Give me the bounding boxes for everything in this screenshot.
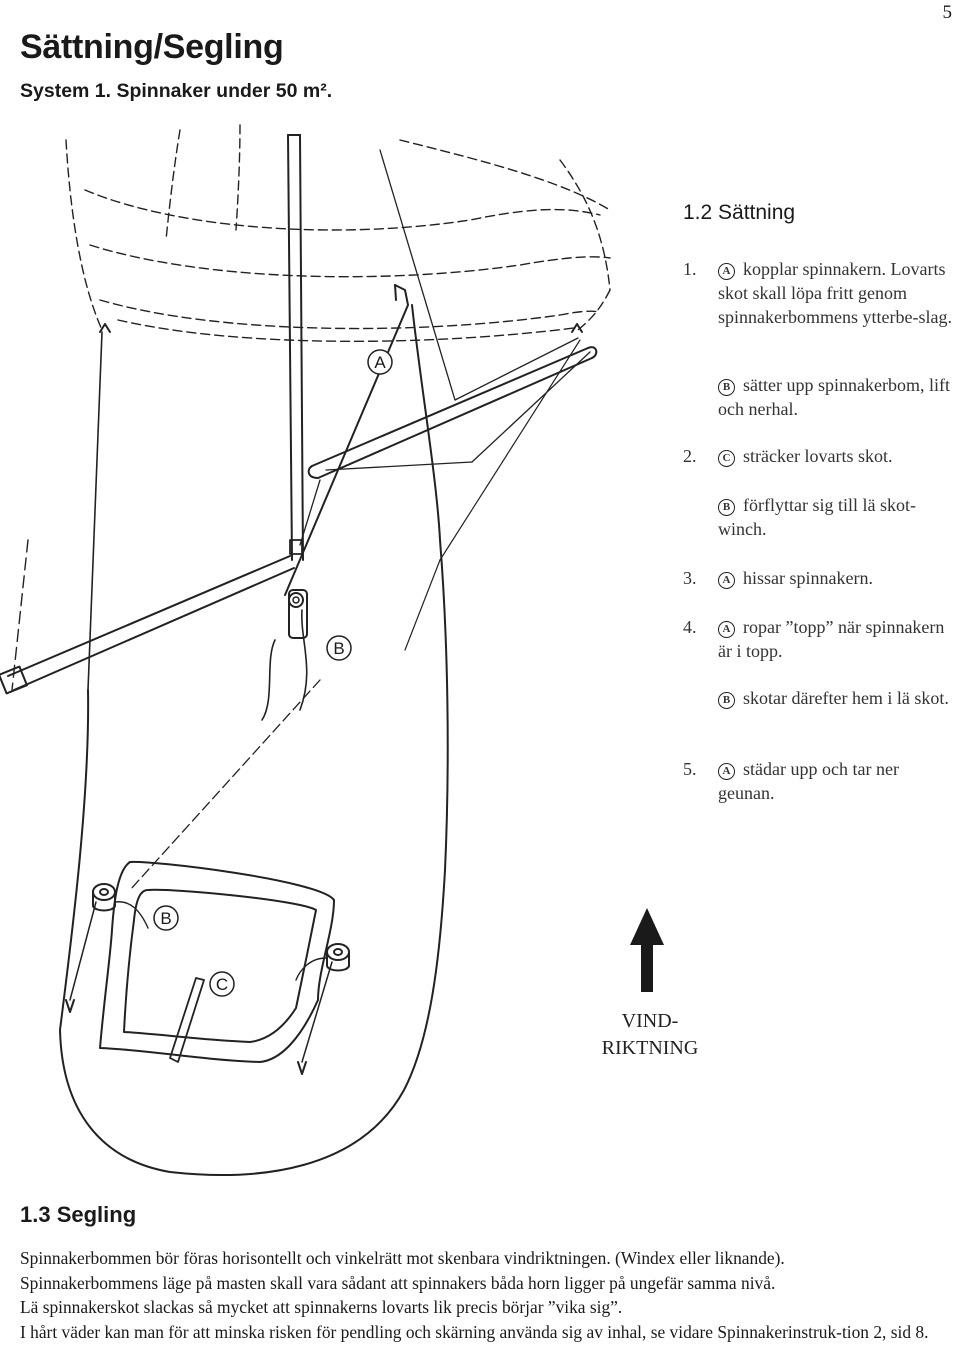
page-subtitle: System 1. Spinnaker under 50 m².: [20, 80, 333, 102]
wind-direction-label: VIND- RIKTNING: [560, 1008, 740, 1062]
crew-badge: B: [718, 379, 735, 396]
wind-label-line1: VIND-: [621, 1010, 679, 1032]
crew-badge: C: [718, 450, 735, 467]
step-text: kopplar spinnakern. Lovarts skot skall l…: [718, 259, 952, 327]
label-b-mast: B: [333, 639, 344, 658]
page-title: Sättning/Segling: [20, 28, 284, 66]
crew-badge: A: [718, 763, 735, 780]
tiller: [169, 977, 205, 1063]
step-number: 5.: [683, 759, 697, 779]
step-text: förflyttar sig till lä skot-winch.: [718, 495, 916, 539]
mast: [287, 134, 308, 639]
label-a: A: [374, 353, 386, 372]
page-number: 5: [942, 2, 953, 23]
winch-port: [92, 883, 116, 912]
wind-label-line2: RIKTNING: [601, 1037, 699, 1059]
wind-direction-arrow: [630, 908, 664, 992]
step-text: sträcker lovarts skot.: [743, 446, 893, 466]
step-number: 3.: [683, 568, 697, 588]
crew-badge: A: [718, 621, 735, 638]
boat-hull: [59, 304, 449, 1176]
crew-badge: B: [718, 499, 735, 516]
paragraph: Spinnakerbommens läge på masten skall va…: [20, 1272, 776, 1293]
crew-badge: B: [718, 692, 735, 709]
winch-starboard: [326, 943, 350, 972]
foredeck-outline: [284, 284, 409, 596]
crew-badge: A: [718, 572, 735, 589]
step-number: 4.: [683, 617, 697, 637]
paragraph: Lä spinnakerskot slackas så mycket att s…: [20, 1297, 623, 1318]
step-text: ropar ”topp” när spinnakern är i topp.: [718, 617, 945, 661]
crew-badge: A: [718, 263, 735, 280]
paragraph: I hårt väder kan man för att minska risk…: [20, 1321, 929, 1342]
step-text: hissar spinnakern.: [743, 568, 873, 588]
spinnaker-pole-lower: [0, 555, 295, 695]
spinnaker-sail: [65, 124, 611, 343]
cockpit-inner: [123, 888, 317, 1043]
step-number: 1.: [683, 259, 697, 279]
sheet-dashed: [129, 679, 321, 891]
step-text: skotar därefter hem i lä skot.: [743, 688, 949, 708]
step-text: städar upp och tar ner geunan.: [718, 759, 899, 803]
step-text: sätter upp spinnakerbom, lift och nerhal…: [718, 375, 950, 419]
spinnaker-pole-upper: [307, 346, 598, 479]
cockpit-outer: [99, 860, 335, 1063]
label-c: C: [216, 975, 228, 994]
boat-spinnaker-illustration: A B B C: [0, 124, 664, 1176]
label-b-cockpit: B: [160, 909, 171, 928]
sailing-heading: 1.3 Segling: [20, 1202, 137, 1227]
paragraph: Spinnakerbommen bör föras horisontellt o…: [20, 1248, 785, 1268]
step-number: 2.: [683, 446, 697, 466]
setting-heading: 1.2 Sättning: [683, 201, 796, 224]
sailing-body: Spinnakerbommen bör föras horisontellt o…: [20, 1246, 960, 1344]
